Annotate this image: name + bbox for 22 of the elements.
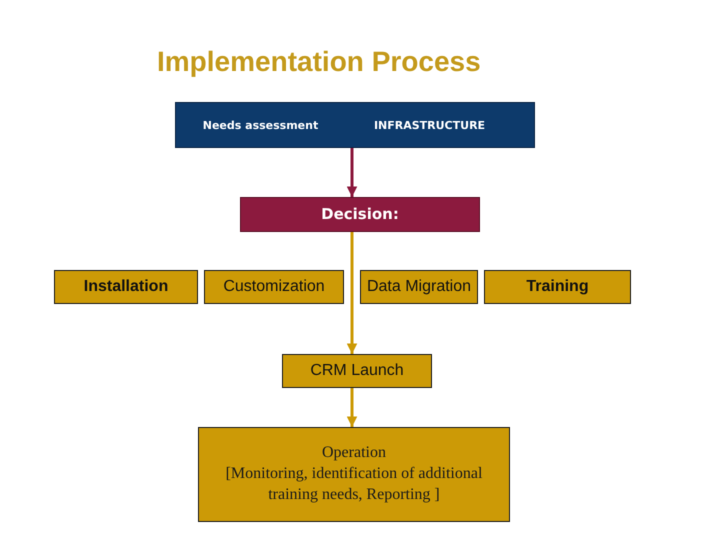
box-label: CRM Launch xyxy=(309,360,405,381)
box-label: Operation xyxy=(321,443,387,464)
header-bar xyxy=(175,102,535,148)
process-box xyxy=(54,270,198,304)
box-label: Data Migration xyxy=(366,276,472,297)
decision-box xyxy=(240,197,480,232)
process-box xyxy=(198,427,510,522)
box-label: INFRASTRUCTURE xyxy=(372,118,486,132)
box-label: Customization xyxy=(222,276,326,297)
box-label: [Monitoring, identification of additional training needs, Reporting ] xyxy=(224,464,484,505)
arrow xyxy=(346,388,358,427)
box-label: Installation xyxy=(82,276,170,297)
process-box xyxy=(204,270,344,304)
process-box xyxy=(484,270,631,304)
box-label: Needs assessment xyxy=(202,118,320,132)
box-label: Decision: xyxy=(320,204,400,224)
arrow xyxy=(346,232,358,354)
box-label: Training xyxy=(525,276,590,297)
process-box xyxy=(360,270,478,304)
process-box xyxy=(282,354,432,388)
diagram-title: Implementation Process xyxy=(157,46,481,78)
arrow xyxy=(346,148,358,197)
